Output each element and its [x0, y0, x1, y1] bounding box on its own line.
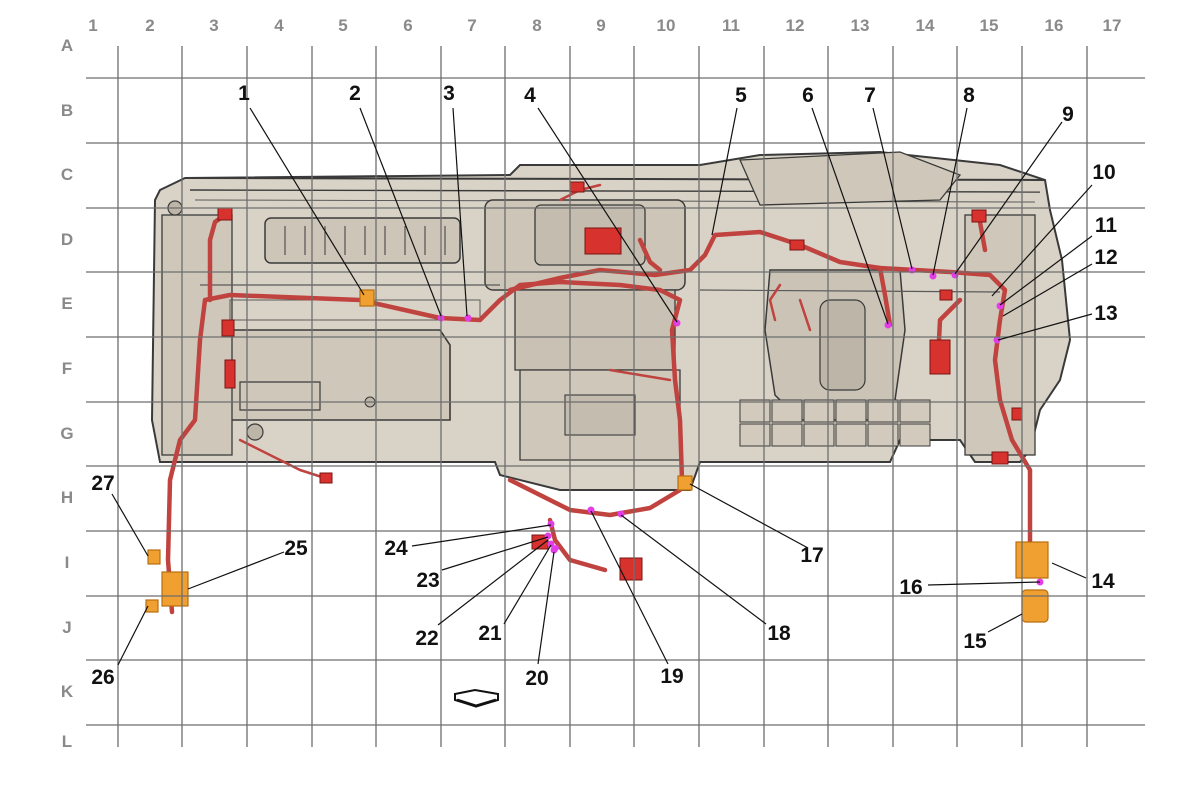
- row-label: B: [61, 101, 73, 120]
- front-direction-arrow-icon: [454, 688, 499, 708]
- col-label: 11: [722, 16, 740, 35]
- col-label: 4: [274, 16, 284, 35]
- col-label: 16: [1045, 16, 1064, 35]
- col-label: 14: [916, 16, 935, 35]
- callout-labels: 1 2 3 4 5 6 7 8 9 10 11 12 13 14 15 16 1…: [91, 82, 1117, 690]
- callout-7: 7: [864, 84, 876, 107]
- row-label: I: [65, 553, 70, 572]
- callout-14: 14: [1091, 570, 1115, 593]
- col-label: 12: [786, 16, 805, 35]
- col-label: 10: [657, 16, 676, 35]
- col-label: 1: [88, 16, 97, 35]
- leader-lines: [111, 107, 1093, 666]
- callout-5: 5: [735, 84, 747, 107]
- callout-13: 13: [1094, 302, 1117, 325]
- col-label: 7: [467, 16, 476, 35]
- callout-10: 10: [1092, 161, 1115, 184]
- callout-27: 27: [91, 472, 114, 495]
- row-label: J: [62, 618, 71, 637]
- row-label: C: [61, 165, 73, 184]
- col-label: 6: [403, 16, 412, 35]
- callout-26: 26: [91, 666, 114, 689]
- callout-16: 16: [899, 576, 922, 599]
- col-label: 8: [532, 16, 541, 35]
- callout-17: 17: [800, 544, 823, 567]
- grid-row-labels: A B C D E F G H I J K L: [60, 36, 73, 751]
- row-label: K: [61, 682, 74, 701]
- callout-9: 9: [1062, 103, 1074, 126]
- col-label: 13: [851, 16, 870, 35]
- row-label: F: [62, 359, 72, 378]
- callout-6: 6: [802, 84, 814, 107]
- callout-2: 2: [349, 82, 361, 105]
- callout-21: 21: [478, 622, 502, 645]
- col-label: 15: [980, 16, 999, 35]
- callout-24: 24: [384, 537, 408, 560]
- row-label: G: [60, 424, 73, 443]
- callout-11: 11: [1095, 214, 1118, 237]
- col-label: 9: [596, 16, 605, 35]
- grid-column-labels: 1 2 3 4 5 6 7 8 9 10 11 12 13 14 15 16 1…: [88, 16, 1121, 35]
- row-label: E: [61, 294, 72, 313]
- callout-12: 12: [1094, 246, 1117, 269]
- callout-19: 19: [660, 665, 683, 688]
- col-label: 2: [145, 16, 154, 35]
- callout-22: 22: [415, 627, 438, 650]
- callout-23: 23: [416, 569, 439, 592]
- callout-4: 4: [524, 84, 536, 107]
- row-label: D: [61, 230, 73, 249]
- callout-25: 25: [284, 537, 308, 560]
- callout-15: 15: [963, 630, 987, 653]
- row-label: H: [61, 488, 73, 507]
- callout-8: 8: [963, 84, 975, 107]
- col-label: 17: [1103, 16, 1122, 35]
- grid-lines: [86, 46, 1145, 747]
- callout-3: 3: [443, 82, 455, 105]
- instrument-panel: [150, 150, 1072, 491]
- row-label: L: [62, 732, 72, 751]
- callout-20: 20: [525, 667, 548, 690]
- row-label: A: [61, 36, 73, 55]
- callout-18: 18: [767, 622, 791, 645]
- callout-1: 1: [238, 82, 250, 105]
- col-label: 3: [209, 16, 218, 35]
- col-label: 5: [338, 16, 347, 35]
